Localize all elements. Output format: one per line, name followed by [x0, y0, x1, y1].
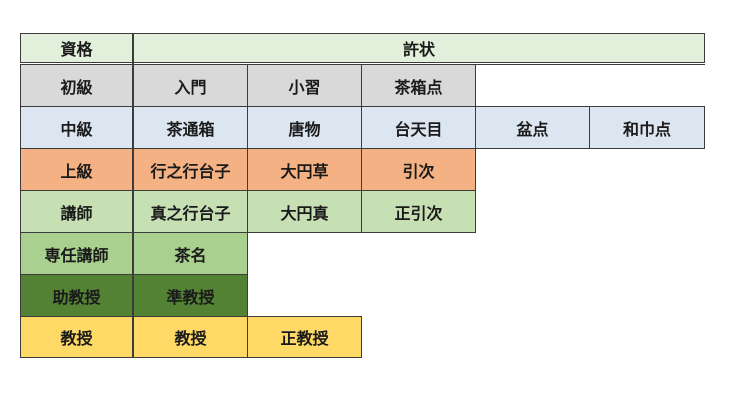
row-label-koshi: 講師 — [20, 190, 133, 233]
license-cell: 大円草 — [247, 148, 362, 191]
row-label-sennin: 専任講師 — [20, 232, 133, 275]
license-cell: 唐物 — [247, 106, 362, 149]
row-label-kyoju: 教授 — [20, 316, 133, 358]
license-cell: 正教授 — [247, 316, 362, 358]
row-label-shokyu: 初級 — [20, 64, 133, 107]
header-license: 許状 — [133, 33, 705, 63]
license-cell: 茶箱点 — [361, 64, 476, 107]
license-cell: 大円真 — [247, 190, 362, 233]
license-cell: 茶名 — [133, 232, 248, 275]
license-cell: 小習 — [247, 64, 362, 107]
header-qualification: 資格 — [20, 33, 133, 63]
license-cell: 行之行台子 — [133, 148, 248, 191]
row-label-jokyu: 上級 — [20, 148, 133, 191]
license-cell: 準教授 — [133, 274, 248, 317]
license-cell: 真之行台子 — [133, 190, 248, 233]
row-label-chukyu: 中級 — [20, 106, 133, 149]
license-cell: 盆点 — [475, 106, 590, 149]
license-cell: 正引次 — [361, 190, 476, 233]
row-label-jokyoju: 助教授 — [20, 274, 133, 317]
license-cell: 引次 — [361, 148, 476, 191]
license-cell: 入門 — [133, 64, 248, 107]
header-separator — [20, 62, 705, 65]
license-cell: 茶通箱 — [133, 106, 248, 149]
license-table: 資格 許状 初級 入門 小習 茶箱点 中級 茶通箱 唐物 台天目 盆点 和巾点 … — [20, 33, 705, 358]
license-cell: 教授 — [133, 316, 248, 358]
license-cell: 台天目 — [361, 106, 476, 149]
license-cell: 和巾点 — [589, 106, 705, 149]
column-separator — [132, 33, 134, 358]
